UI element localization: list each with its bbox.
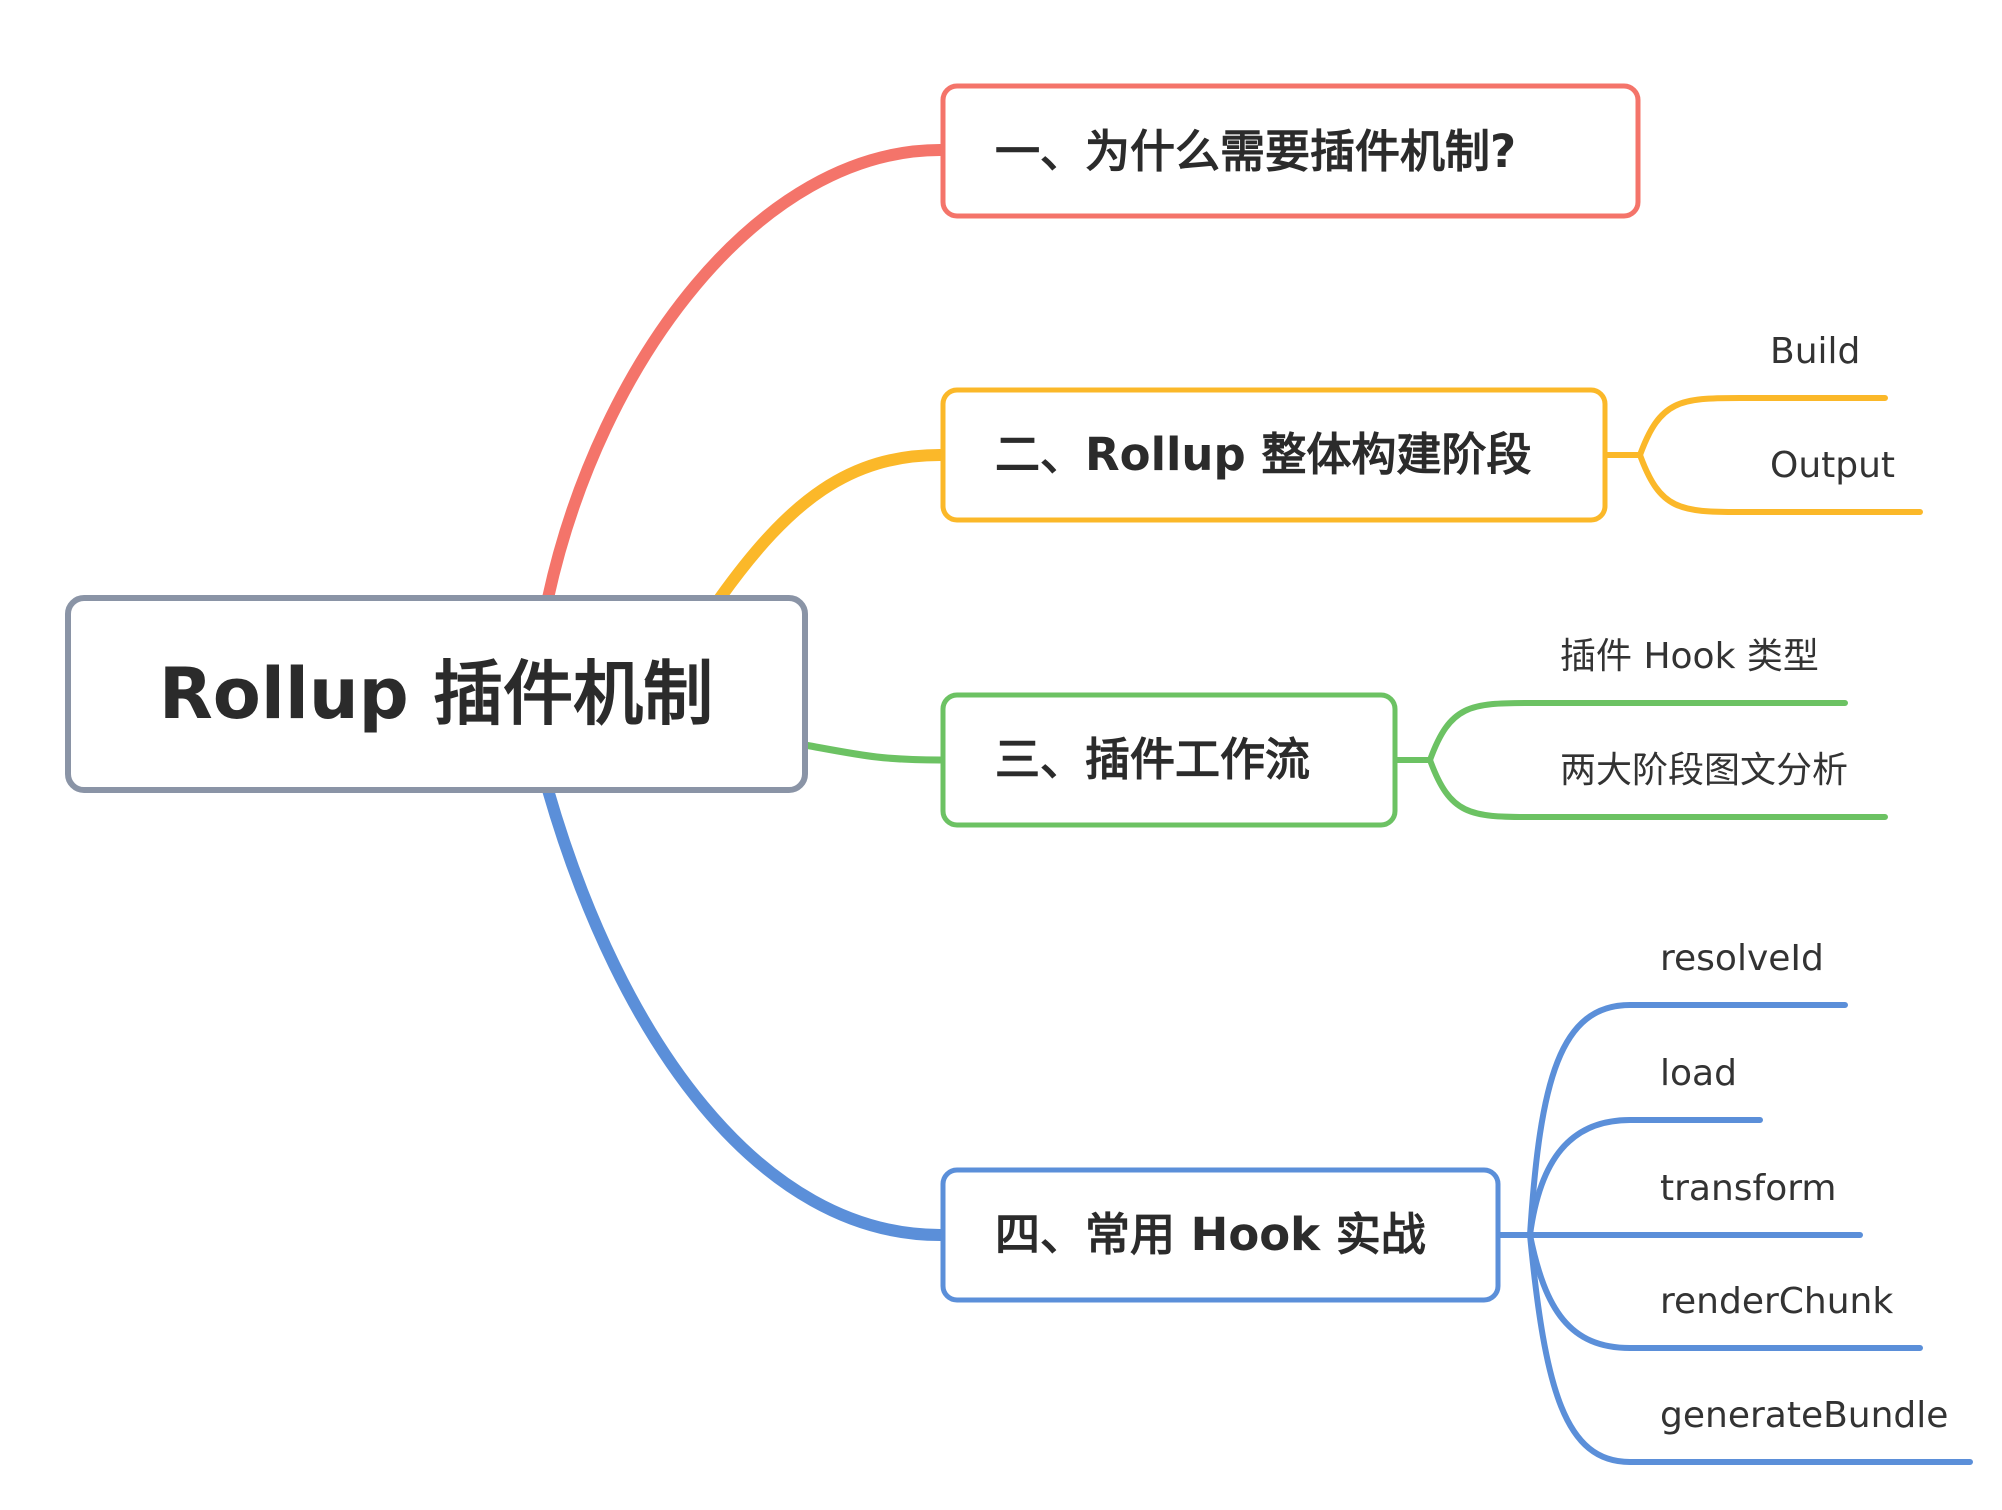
connector-phase-analysis [1427,757,1888,820]
connector-renderchunk [1527,1232,1923,1351]
branch-topic-4-label: 四、常用 Hook 实战 [995,1208,1426,1261]
connector-output [1637,452,1923,515]
connector-branch-3 [801,741,944,764]
subtopic-build[interactable]: Build [1770,331,1860,372]
branch-topic-2-box [940,387,1608,523]
root-topic-box [65,595,808,793]
branch-topic-2-label: 二、Rollup 整体构建阶段 [995,428,1531,481]
root-topic-label: Rollup 插件机制 [159,653,713,735]
subtopic-load[interactable]: load [1660,1053,1737,1094]
branch-topic-3-label: 三、插件工作流 [995,733,1310,786]
subtopic-renderchunk[interactable]: renderChunk [1660,1281,1893,1322]
connector-branch-1 [542,144,946,604]
branch-topic-1[interactable]: 一、为什么需要插件机制? [940,83,1641,219]
subtopic-hook-types[interactable]: 插件 Hook 类型 [1560,636,1819,677]
subtopic-generatebundle[interactable]: generateBundle [1660,1395,1948,1436]
subtopic-resolveid[interactable]: resolveId [1660,938,1824,979]
branch-topic-3[interactable]: 三、插件工作流 [940,692,1398,828]
subtopic-transform[interactable]: transform [1660,1168,1836,1209]
subtopic-phase-analysis[interactable]: 两大阶段图文分析 [1560,750,1848,791]
connector-generatebundle [1527,1232,1973,1465]
connectors [542,144,1973,1465]
branch-topic-2[interactable]: 二、Rollup 整体构建阶段 [940,387,1608,523]
branch-topic-1-box [940,83,1641,219]
connector-resolveid [1495,1002,1848,1238]
branch-topic-4-box [940,1167,1501,1303]
subtopic-output[interactable]: Output [1770,445,1895,486]
connector-hook-types [1392,700,1848,763]
connector-load [1527,1117,1763,1238]
root-topic[interactable]: Rollup 插件机制 [65,595,808,793]
connector-branch-4 [542,784,946,1241]
connector-branch-2 [714,449,946,604]
branch-topic-3-box [940,692,1398,828]
connector-build [1602,395,1888,458]
subtopics: Build Output 插件 Hook 类型 两大阶段图文分析 resolve… [1560,331,1948,1436]
branch-topic-1-label: 一、为什么需要插件机制? [995,125,1516,178]
branch-topic-4[interactable]: 四、常用 Hook 实战 [940,1167,1501,1303]
